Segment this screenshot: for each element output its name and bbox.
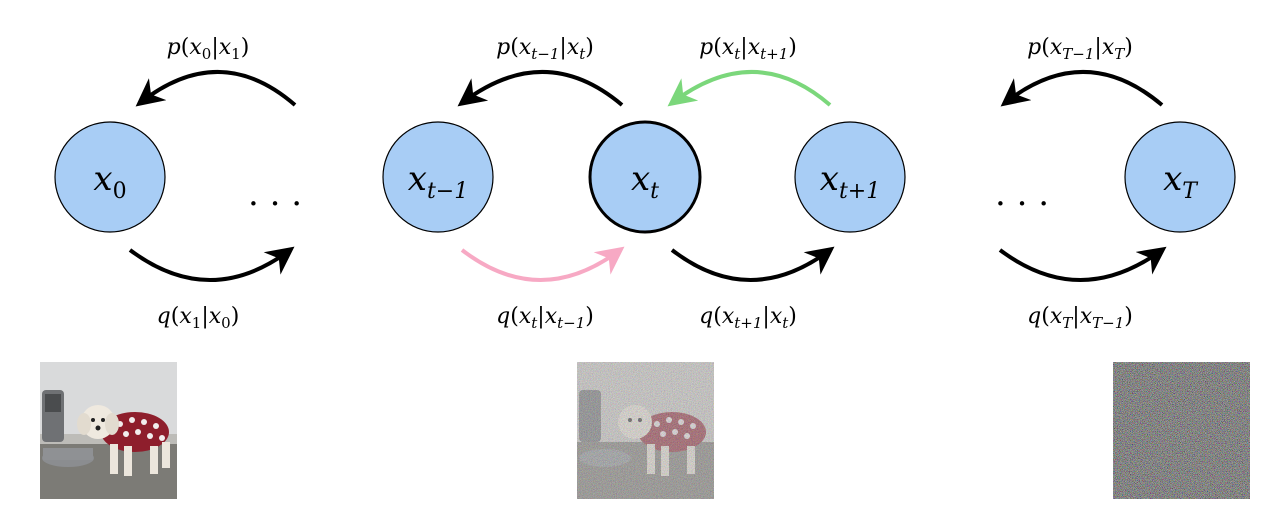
ellipsis-right: . . .: [995, 174, 1049, 214]
node-xt-1: xt−1: [382, 121, 494, 233]
node-x0: x0: [54, 121, 166, 233]
label-q-xT-given-xT-1: q(xT|xT−1): [1027, 304, 1133, 332]
reverse-arrow-p-xt-1-xt: [457, 70, 624, 107]
node-xt: xt: [588, 120, 702, 234]
svg-text:x0: x0: [93, 159, 126, 204]
reverse-arrow-p-xT-1-xT: [1000, 70, 1164, 107]
forward-arrow-q-xt+1-xt: [670, 246, 835, 282]
pure-noise-image: [1113, 362, 1250, 499]
reverse-arrow-p-xt-xt+1: [667, 70, 832, 107]
node-xt+1: xt+1: [794, 121, 906, 233]
label-p-x0-given-x1: p(x0|x1): [167, 35, 250, 63]
forward-arrow-q-xt-xt-1: [460, 246, 625, 282]
label-p-xt-1-given-xt: p(xt−1|xt): [496, 35, 594, 63]
svg-text:xT: xT: [1163, 159, 1199, 204]
label-p-xT-1-given-xT: p(xT−1|xT): [1027, 35, 1133, 63]
forward-arrow-q-x1-x0: [128, 246, 295, 282]
label-q-xt-given-xt-1: q(xt|xt−1): [496, 304, 594, 332]
node-xT: xT: [1124, 121, 1236, 233]
noisy-dog-photo: [577, 362, 714, 499]
label-q-x1-given-x0: q(x1|x0): [157, 304, 240, 332]
label-q-xt+1-given-xt: q(xt+1|xt): [699, 304, 797, 332]
label-p-xt-given-xt+1: p(xt|xt+1): [699, 35, 797, 63]
reverse-arrow-p-x0-x1: [135, 70, 297, 107]
svg-text:xt+1: xt+1: [820, 159, 880, 204]
ellipsis-left: . . .: [248, 174, 302, 214]
clean-dog-photo: [40, 362, 177, 499]
svg-text:xt: xt: [631, 159, 659, 204]
forward-arrow-q-xT-xT-1: [998, 246, 1167, 282]
svg-text:xt−1: xt−1: [408, 159, 468, 204]
